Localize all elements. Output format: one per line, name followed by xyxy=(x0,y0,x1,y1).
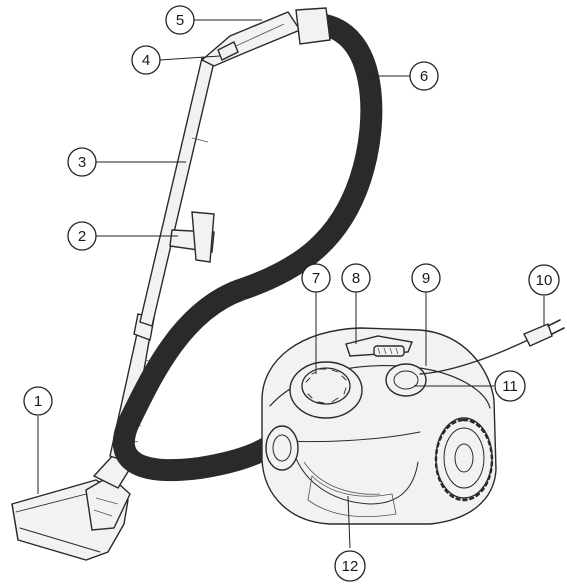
callout-10: 10 xyxy=(529,265,559,295)
rotary-dial xyxy=(290,362,362,418)
callout-3: 3 xyxy=(68,148,96,176)
callout-2: 2 xyxy=(68,222,96,250)
callout-label: 3 xyxy=(78,154,86,171)
callout-label: 12 xyxy=(342,558,359,575)
callout-11: 11 xyxy=(495,371,525,401)
callout-12: 12 xyxy=(335,551,365,581)
callout-8: 8 xyxy=(342,264,370,292)
callout-label: 11 xyxy=(502,378,518,395)
floor-nozzle xyxy=(12,452,134,560)
callout-label: 9 xyxy=(422,270,430,287)
callout-label: 2 xyxy=(78,228,86,245)
callout-1: 1 xyxy=(24,387,52,415)
callout-5: 5 xyxy=(166,6,194,34)
callout-label: 6 xyxy=(420,68,428,85)
callout-label: 10 xyxy=(536,272,553,289)
callout-label: 8 xyxy=(352,270,360,287)
callout-4: 4 xyxy=(132,46,160,74)
callout-label: 1 xyxy=(34,393,42,410)
callout-9: 9 xyxy=(412,264,440,292)
telescopic-tube xyxy=(140,58,214,326)
callout-7: 7 xyxy=(302,264,330,292)
callout-6: 6 xyxy=(410,62,438,90)
callout-label: 7 xyxy=(312,270,320,287)
callout-label: 5 xyxy=(176,12,184,29)
callout-label: 4 xyxy=(142,52,150,69)
cord-rewind-button xyxy=(386,364,426,396)
